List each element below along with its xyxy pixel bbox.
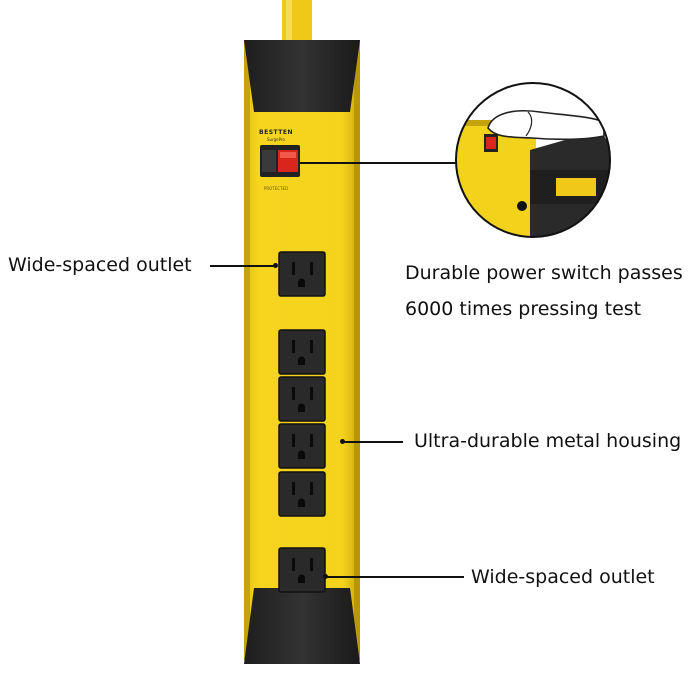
outlet-1 — [278, 329, 326, 375]
outlet-3 — [278, 423, 326, 469]
brand-name: BESTTEN — [259, 129, 293, 136]
leader-dot — [340, 439, 345, 444]
switch-zoom-detail — [456, 110, 610, 237]
outlet-wide-bottom — [278, 547, 326, 593]
callout-switch-line2: 6000 times pressing test — [405, 298, 642, 320]
callout-top-outlet: Wide-spaced outlet — [8, 254, 192, 276]
leader-dot — [273, 263, 278, 268]
outlet-4 — [278, 471, 326, 517]
leader-top-outlet — [210, 265, 276, 267]
leader-bottom-outlet — [326, 576, 464, 578]
callout-switch-line1: Durable power switch passes — [405, 262, 683, 284]
leader-dot — [323, 574, 328, 579]
bottom-end-cap — [244, 588, 360, 664]
callout-housing: Ultra-durable metal housing — [414, 430, 682, 452]
callout-bottom-outlet: Wide-spaced outlet — [471, 566, 655, 588]
leader-housing — [343, 441, 403, 443]
brand-subline: SurgePro — [267, 137, 285, 142]
outlet-wide-top — [278, 251, 326, 297]
outlet-group — [278, 251, 326, 593]
switch-caption: PROTECTED — [263, 186, 289, 191]
outlet-2 — [278, 376, 326, 422]
